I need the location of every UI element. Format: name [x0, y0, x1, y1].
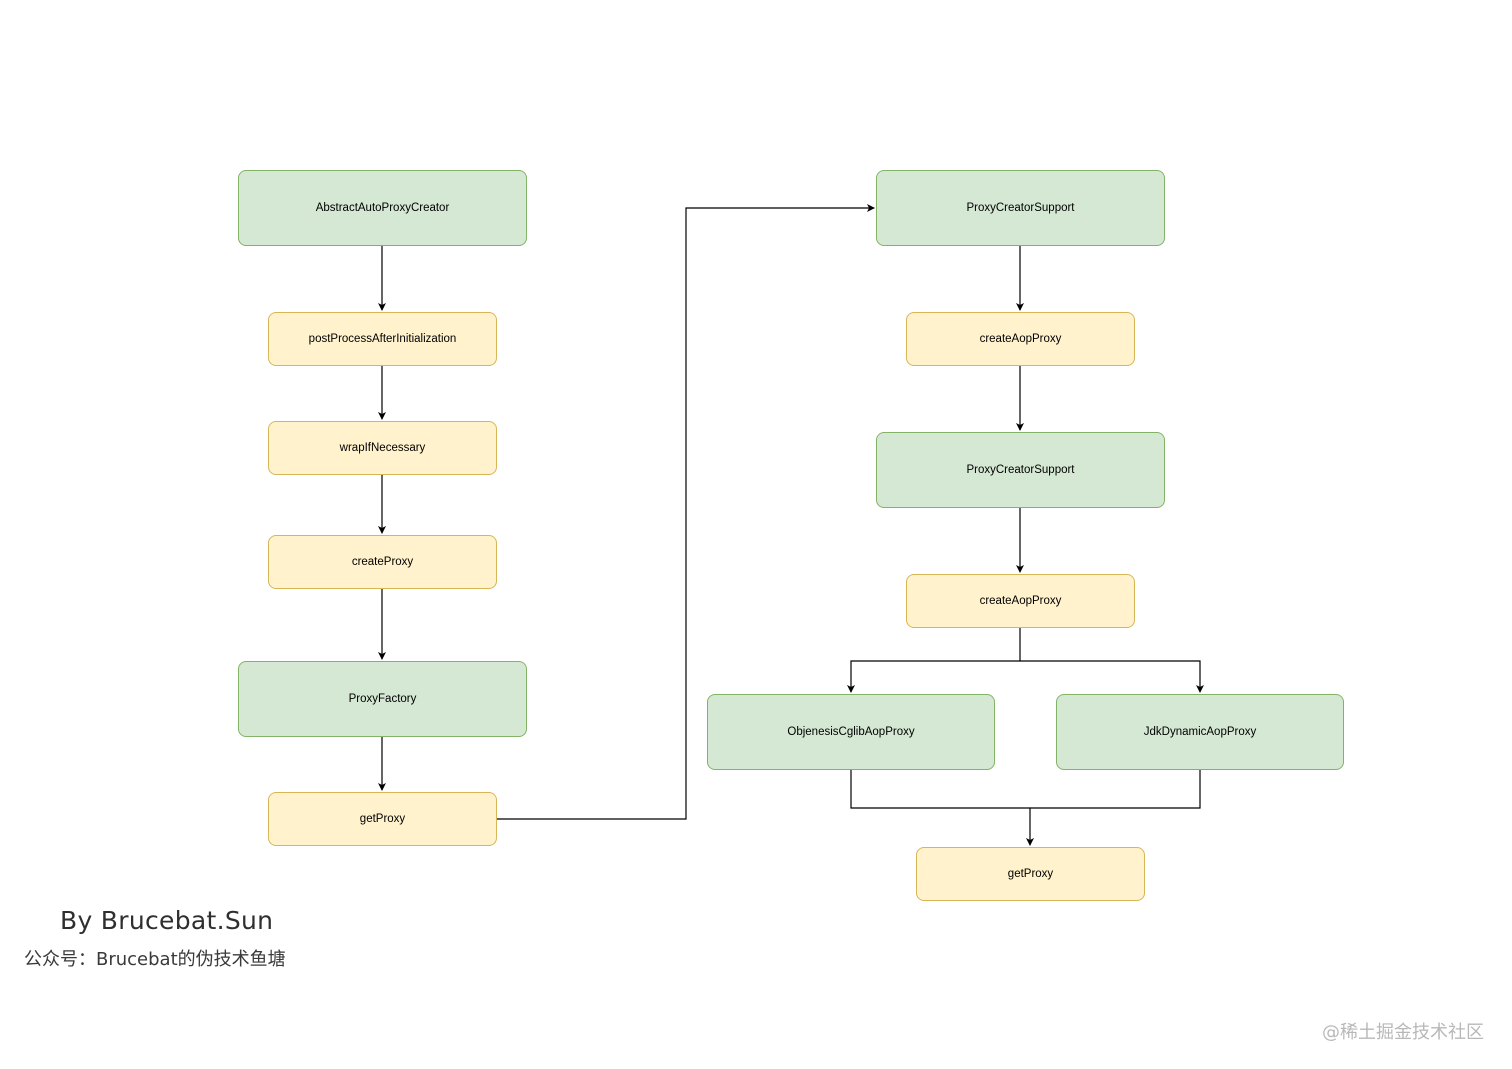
edge-jdk-to-getproxy [1030, 770, 1201, 809]
node-proxy-factory: ProxyFactory [238, 661, 527, 737]
node-label: createProxy [351, 556, 414, 568]
node-create-aop-proxy-1: createAopProxy [906, 312, 1135, 366]
node-label: AbstractAutoProxyCreator [315, 202, 450, 214]
site-watermark: @稀土掘金技术社区 [1322, 1022, 1484, 1043]
node-create-proxy: createProxy [268, 535, 497, 589]
node-label: postProcessAfterInitialization [308, 333, 457, 345]
edge-objenesis-to-getproxy [850, 770, 1034, 846]
node-post-process-after-initialization: postProcessAfterInitialization [268, 312, 497, 366]
edge-createaop2-to-jdk [1020, 660, 1204, 693]
node-objenesis-cglib-aop-proxy: ObjenesisCglibAopProxy [707, 694, 995, 770]
node-get-proxy-left: getProxy [268, 792, 497, 846]
node-abstract-auto-proxy-creator: AbstractAutoProxyCreator [238, 170, 527, 246]
node-label: createAopProxy [979, 595, 1062, 607]
node-proxy-creator-support-1: ProxyCreatorSupport [876, 170, 1165, 246]
node-proxy-creator-support-2: ProxyCreatorSupport [876, 432, 1165, 508]
node-label: ProxyCreatorSupport [966, 464, 1075, 476]
edge-createaop2-to-objenesis [847, 628, 1021, 693]
author-credit: By Brucebat.Sun [60, 906, 274, 935]
node-get-proxy-right: getProxy [916, 847, 1145, 901]
node-wrap-if-necessary: wrapIfNecessary [268, 421, 497, 475]
node-label: createAopProxy [979, 333, 1062, 345]
node-create-aop-proxy-2: createAopProxy [906, 574, 1135, 628]
node-label: ObjenesisCglibAopProxy [787, 726, 915, 738]
node-label: ProxyCreatorSupport [966, 202, 1075, 214]
node-label: getProxy [1007, 868, 1054, 880]
node-label: ProxyFactory [348, 693, 417, 705]
node-label: getProxy [359, 813, 406, 825]
node-label: wrapIfNecessary [339, 442, 426, 454]
node-label: JdkDynamicAopProxy [1143, 726, 1257, 738]
account-credit: 公众号：Brucebat的伪技术鱼塘 [24, 949, 286, 970]
edge-getproxy-to-proxycreatorsupport [497, 204, 875, 820]
node-jdk-dynamic-aop-proxy: JdkDynamicAopProxy [1056, 694, 1344, 770]
